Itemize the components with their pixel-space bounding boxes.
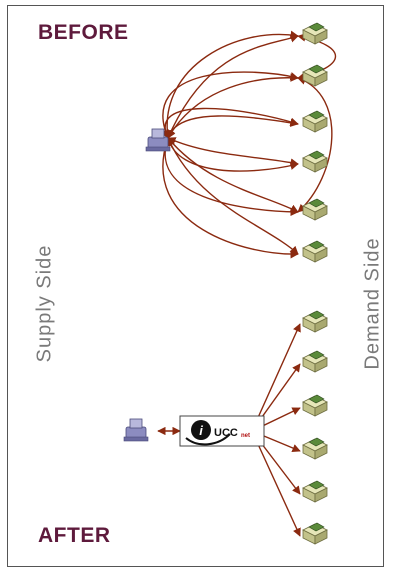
customer-computer-icon bbox=[302, 480, 328, 503]
after-hub-link bbox=[251, 323, 301, 432]
customer-computer-icon bbox=[302, 394, 328, 417]
customer-computer-icon bbox=[302, 150, 328, 173]
before-heading: BEFORE bbox=[38, 21, 129, 44]
supplier-icon bbox=[123, 418, 149, 442]
customer-computer-icon bbox=[302, 522, 328, 545]
supply-side-label: Supply Side bbox=[33, 244, 56, 363]
ucc-logo-suffix: net bbox=[241, 433, 250, 439]
customer-computer-icon bbox=[302, 110, 328, 133]
customer-computer-icon bbox=[302, 310, 328, 333]
diagram-frame: i UCC net BEFORE AFTER Supply Side Deman… bbox=[7, 5, 384, 567]
before-link bbox=[161, 137, 299, 259]
before-link bbox=[161, 137, 299, 217]
ucc-hub-logo: i UCC net bbox=[179, 415, 265, 447]
svg-text:i: i bbox=[199, 423, 203, 438]
before-link bbox=[167, 137, 299, 213]
customer-computer-icon bbox=[302, 22, 328, 45]
customer-computer-icon bbox=[302, 437, 328, 460]
before-link bbox=[297, 76, 333, 213]
before-link bbox=[167, 137, 299, 255]
customer-computer-icon bbox=[302, 64, 328, 87]
after-heading: AFTER bbox=[38, 524, 111, 547]
before-link bbox=[160, 107, 299, 139]
demand-side-label: Demand Side bbox=[361, 237, 384, 370]
before-link bbox=[167, 137, 299, 167]
customer-computer-icon bbox=[302, 240, 328, 263]
customer-computer-icon bbox=[302, 350, 328, 373]
before-link bbox=[161, 71, 299, 139]
after-hub-link bbox=[251, 430, 301, 537]
ucc-logo-text: UCC bbox=[214, 427, 238, 439]
before-link bbox=[167, 73, 299, 139]
diagram-canvas: i UCC net bbox=[123, 22, 337, 545]
before-section bbox=[160, 30, 337, 259]
